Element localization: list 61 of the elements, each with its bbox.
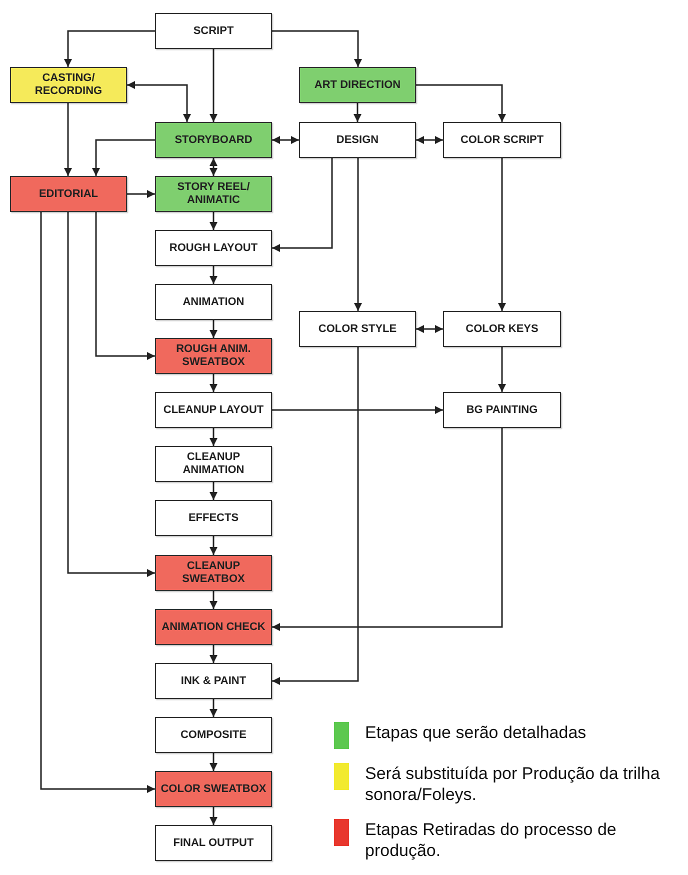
arrow: [210, 699, 218, 717]
arrow: [210, 49, 218, 122]
arrow: [210, 158, 218, 176]
process-box: STORY REEL/ ANIMATIC: [155, 176, 272, 212]
process-box: DESIGN: [299, 122, 416, 158]
arrow: [210, 266, 218, 284]
process-box: COMPOSITE: [155, 717, 272, 753]
arrow: [416, 136, 443, 144]
legend-text: Será substituída por Produção da trilha sonora/Foleys.: [365, 763, 661, 805]
process-box: ART DIRECTION: [299, 67, 416, 103]
arrow: [416, 325, 443, 333]
arrow: [272, 136, 299, 144]
arrow: [67, 212, 155, 577]
arrow: [416, 84, 506, 122]
arrow: [92, 139, 155, 176]
process-box: COLOR KEYS: [443, 311, 561, 347]
arrow: [272, 347, 359, 685]
process-box: COLOR SCRIPT: [443, 122, 561, 158]
process-box: ROUGH ANIM. SWEATBOX: [155, 338, 272, 374]
arrow: [40, 212, 155, 793]
arrow: [210, 536, 218, 555]
arrow: [210, 645, 218, 663]
process-box: EDITORIAL: [10, 176, 127, 212]
process-box: CLEANUP ANIMATION: [155, 446, 272, 482]
arrow: [210, 753, 218, 771]
arrow: [498, 158, 506, 311]
process-box: FINAL OUTPUT: [155, 825, 272, 861]
arrow: [272, 158, 333, 252]
legend-text: Etapas que serão detalhadas: [365, 722, 586, 743]
arrow: [354, 103, 362, 122]
arrow: [210, 374, 218, 392]
process-box: ANIMATION: [155, 284, 272, 320]
process-box: STORYBOARD: [155, 122, 272, 158]
process-box: CLEANUP LAYOUT: [155, 392, 272, 428]
arrow: [210, 591, 218, 609]
arrow: [95, 212, 155, 360]
process-box: ROUGH LAYOUT: [155, 230, 272, 266]
arrow: [127, 190, 155, 198]
process-box: SCRIPT: [155, 13, 272, 49]
process-box: INK & PAINT: [155, 663, 272, 699]
arrow: [210, 212, 218, 230]
process-box: CASTING/ RECORDING: [10, 67, 127, 103]
arrow: [64, 30, 155, 67]
arrow: [210, 320, 218, 338]
arrow: [272, 406, 443, 414]
legend-text: Etapas Retiradas do processo de produção.: [365, 819, 618, 861]
arrow: [272, 30, 362, 67]
process-box: ANIMATION CHECK: [155, 609, 272, 645]
process-box: COLOR SWEATBOX: [155, 771, 272, 807]
arrow: [210, 482, 218, 500]
arrow: [354, 158, 362, 311]
arrow: [210, 807, 218, 825]
arrow: [498, 347, 506, 392]
arrow: [272, 428, 503, 631]
arrow: [64, 103, 72, 176]
process-box: EFFECTS: [155, 500, 272, 536]
process-box: BG PAINTING: [443, 392, 561, 428]
process-box: COLOR STYLE: [299, 311, 416, 347]
arrow: [210, 428, 218, 446]
process-box: CLEANUP SWEATBOX: [155, 555, 272, 591]
arrow: [127, 81, 191, 122]
